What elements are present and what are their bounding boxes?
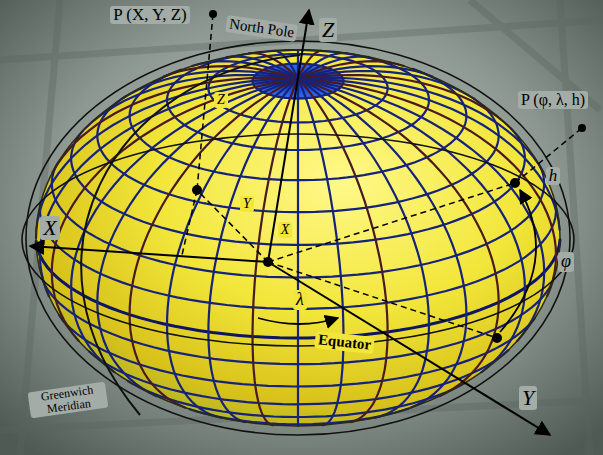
axis-label: Y	[519, 386, 537, 410]
meridian-line	[36, 79, 298, 238]
meridian-line	[298, 79, 499, 396]
longitude-arc	[258, 318, 338, 324]
meridian-line	[298, 79, 556, 296]
latitude-arc	[500, 190, 536, 332]
meridian-line	[97, 79, 298, 396]
z-axis	[268, 10, 309, 262]
origin-point	[263, 257, 273, 267]
meridian-line	[40, 79, 298, 296]
meridian-line	[298, 79, 525, 372]
coordinate-label: Z	[214, 92, 228, 107]
point	[578, 124, 586, 132]
point-label: P (φ, λ, h)	[518, 91, 588, 109]
ellipsoid-outline	[36, 50, 560, 426]
dashed-line	[268, 183, 515, 262]
meridian-line	[167, 79, 298, 418]
longitude-label: λ	[293, 290, 307, 310]
dashed-line	[197, 190, 268, 262]
greenwich-meridian	[81, 55, 300, 415]
x-axis	[30, 246, 268, 262]
equator-label: Equator	[315, 331, 376, 354]
dashed-line	[197, 14, 213, 190]
background-line	[560, 0, 590, 455]
points	[192, 10, 586, 343]
dashed-line	[268, 262, 497, 338]
meridian-line	[122, 71, 298, 99]
meridian-line	[298, 79, 344, 426]
meridian-line	[71, 79, 298, 372]
meridian-line	[52, 79, 298, 341]
point	[209, 10, 217, 18]
background-line	[470, 0, 600, 110]
dashed-line	[182, 190, 197, 255]
meridian-line	[298, 79, 429, 418]
equator-point	[492, 333, 502, 343]
height-label: h	[546, 167, 561, 186]
reference-ring	[26, 41, 570, 435]
axis-label: Z	[319, 18, 337, 42]
point	[192, 185, 202, 195]
surface-point	[510, 178, 520, 188]
construction-lines	[182, 14, 582, 338]
meridian-label: Greenwich Meridian	[28, 382, 109, 419]
meridian-line	[253, 79, 299, 426]
ellipsoid-surface	[36, 50, 560, 426]
coordinate-label: Y	[240, 196, 254, 211]
point-label: P (X, Y, Z)	[110, 6, 190, 25]
y-axis	[268, 262, 550, 435]
meridian-line	[298, 79, 544, 341]
axis-label: X	[40, 216, 59, 240]
coordinate-label: X	[278, 222, 293, 237]
pole-label: North Pole	[225, 15, 298, 41]
latitude-label: φ	[558, 252, 574, 272]
graticule	[36, 50, 560, 426]
equator-ring	[22, 134, 574, 346]
